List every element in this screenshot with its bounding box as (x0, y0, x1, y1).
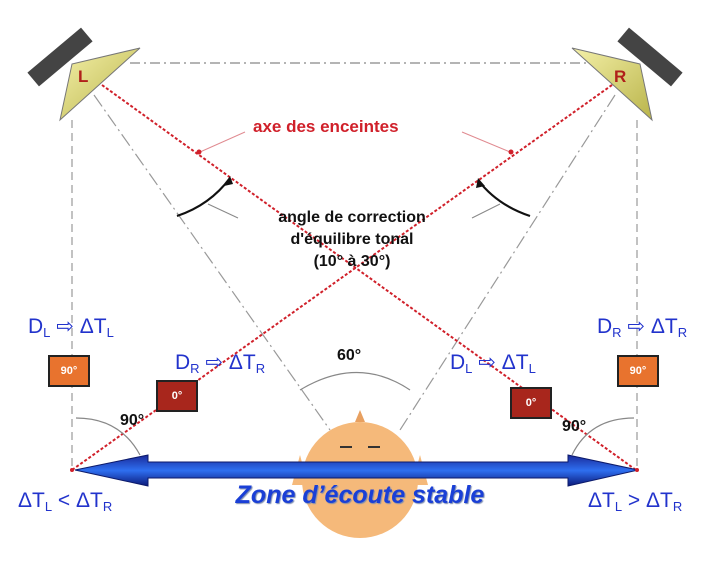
box-90-left: 90° (48, 355, 90, 387)
left-speaker-axis (101, 84, 637, 471)
speaker-left-label: L (78, 67, 88, 86)
axis-dot-left (196, 149, 202, 155)
angle-90-arc-right (571, 417, 635, 456)
relation-left-outer: DL ⇨ ΔTL (28, 315, 114, 340)
angle-90-right-label: 90° (562, 418, 587, 435)
speaker-axis-label: axe des enceintes (253, 117, 399, 136)
correction-line-1: angle de correction (278, 209, 426, 226)
correction-line-3: (10° à 30°) (313, 253, 391, 270)
angle-60-arc (299, 371, 411, 391)
correction-line-2: d'équilibre tonal (290, 231, 414, 248)
box-0-left: 0° (156, 380, 198, 412)
box-0-right: 0° (510, 387, 552, 419)
right-listener-line (399, 94, 616, 431)
box-90-right: 90° (617, 355, 659, 387)
axis-pointer-right (461, 131, 511, 153)
left-listener-line (93, 94, 331, 431)
axis-dot-right (508, 149, 514, 155)
angle-60-label: 60° (337, 347, 362, 364)
angle-90-left-label: 90° (120, 412, 145, 429)
relation-left-inner: DR ⇨ ΔTR (175, 351, 266, 376)
bottom-left-inequality: ΔTL < ΔTR (18, 489, 113, 514)
right-speaker (571, 27, 683, 122)
angle-90-arc-left (75, 417, 141, 456)
axis-pointer-left (199, 131, 246, 153)
correction-angle-label: angle de correction d'équilibre tonal (1… (232, 207, 472, 273)
stable-zone-label: Zone d’écoute stable (235, 481, 485, 509)
relation-right-outer: DR ⇨ ΔTR (597, 315, 688, 340)
left-speaker (27, 27, 141, 122)
bottom-right-inequality: ΔTL > ΔTR (588, 489, 683, 514)
speaker-right-label: R (614, 67, 626, 86)
relation-right-inner: DL ⇨ ΔTL (450, 351, 536, 376)
